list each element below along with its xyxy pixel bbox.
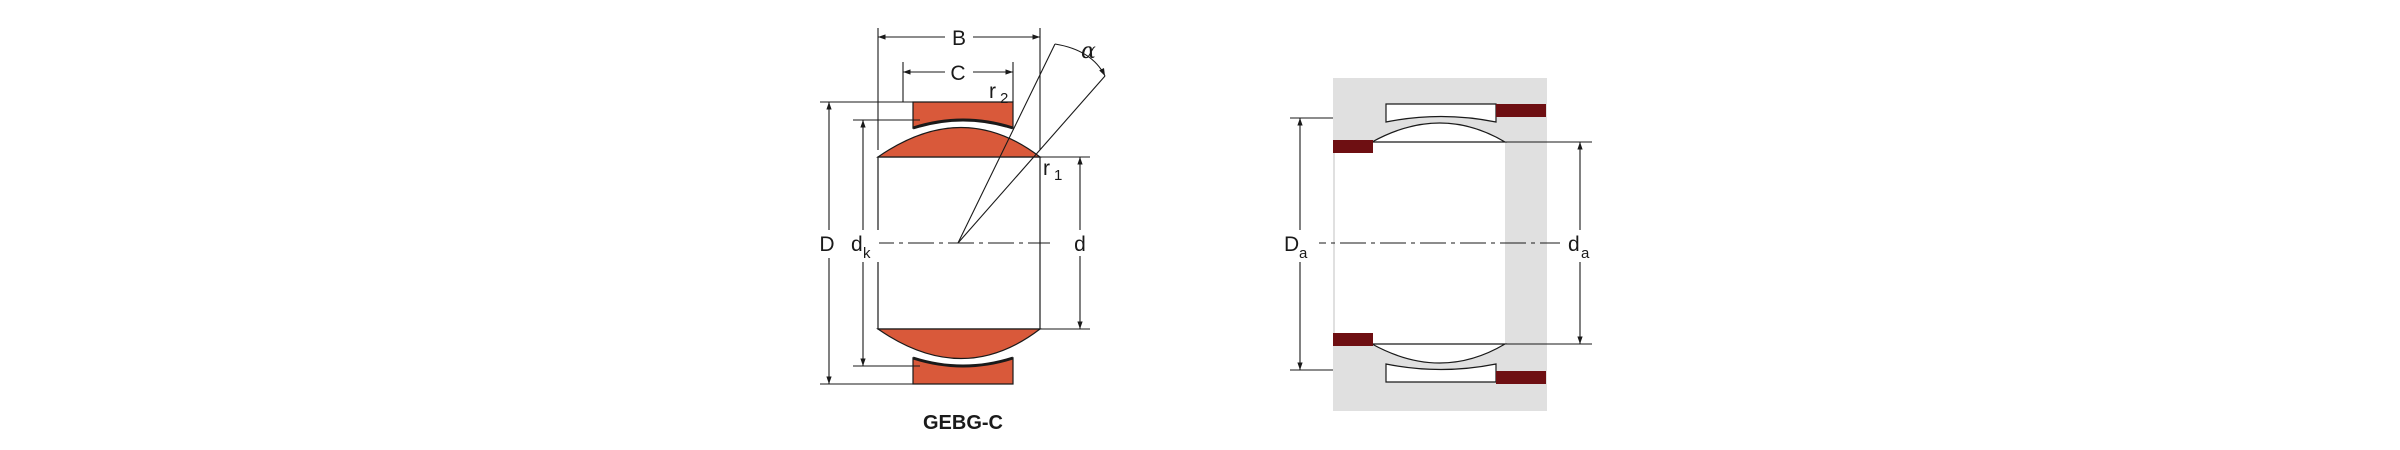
seal-bottom-left [1333, 333, 1373, 346]
Da-label: D [1284, 233, 1299, 256]
tilt-line-2 [957, 75, 1106, 244]
mount-outer-ring-top [1385, 103, 1497, 123]
diagram-caption: GEBG-C [923, 412, 1003, 434]
inner-ring-sphere-bottom [876, 328, 1042, 360]
r2-label: r [989, 80, 996, 103]
alpha-arc [1054, 43, 1106, 77]
mount-inner-sphere-bottom [1371, 343, 1508, 364]
inner-ring-sphere-top [876, 126, 1042, 158]
left-bearing-diagram: B C r 2 r 1 α D d k d GEBG-C [815, 25, 1106, 434]
seal-top-right [1496, 104, 1546, 117]
C-label: C [950, 62, 965, 85]
contact-arc-bottom [912, 356, 1014, 368]
tilt-line-1 [957, 43, 1056, 244]
seal-top-left [1333, 140, 1373, 153]
B-label: B [952, 27, 966, 50]
right-mounting-diagram: D a d a [1283, 78, 1601, 411]
r1-label: r [1043, 157, 1050, 180]
da-subscript: a [1581, 245, 1590, 262]
Da-subscript: a [1299, 245, 1308, 262]
mount-outer-ring-bottom [1385, 363, 1497, 383]
dk-subscript: k [863, 245, 871, 262]
D-label: D [819, 233, 834, 256]
r2-subscript: 2 [1000, 90, 1008, 107]
da-label: d [1568, 233, 1580, 256]
alpha-label: α [1081, 39, 1096, 64]
dk-label: d [851, 233, 863, 256]
r1-subscript: 1 [1054, 167, 1062, 184]
contact-arc-top [912, 118, 1014, 130]
mount-inner-sphere-top [1371, 122, 1508, 143]
d-label: d [1074, 233, 1086, 256]
seal-bottom-right [1496, 371, 1546, 384]
